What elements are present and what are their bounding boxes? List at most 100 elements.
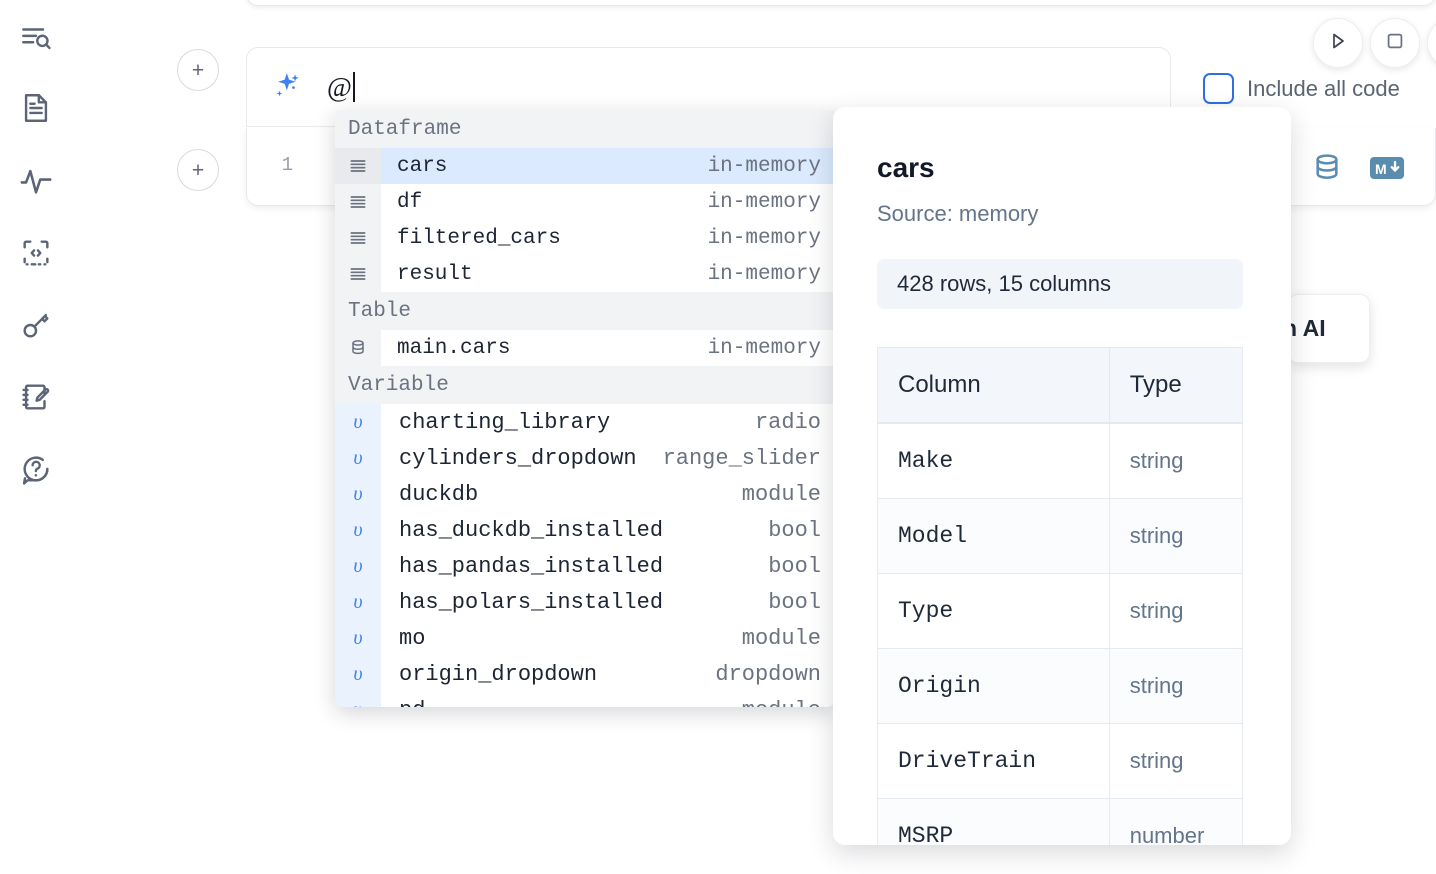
column-type-cell: string (1129, 448, 1184, 473)
doc-source: Source: memory (877, 201, 1039, 226)
autocomplete-item-meta: radio (754, 409, 821, 435)
run-button[interactable] (1313, 18, 1363, 68)
include-all-code-checkbox[interactable] (1203, 73, 1234, 104)
sidebar-item-secrets[interactable] (10, 299, 62, 351)
sidebar-item-explore[interactable] (10, 12, 62, 64)
document-icon (19, 91, 53, 125)
autocomplete-item-label: has_polars_installed (399, 589, 664, 615)
variable-icon: υ (335, 512, 381, 548)
variable-icon: υ (335, 440, 381, 476)
autocomplete-item-label: has_duckdb_installed (399, 517, 664, 543)
plus-icon: + (191, 158, 205, 182)
include-all-code-control[interactable]: Include all code (1203, 73, 1400, 104)
ai-prompt-input[interactable]: @ (327, 71, 356, 103)
autocomplete-item[interactable]: main.cars in-memory (335, 330, 835, 366)
autocomplete-item[interactable]: df in-memory (335, 184, 835, 220)
add-cell-above-button[interactable]: + (177, 49, 219, 91)
column-type-cell: number (1129, 823, 1205, 845)
autocomplete-item-label: cylinders_dropdown (399, 445, 637, 471)
column-name-cell: MSRP (878, 799, 1110, 845)
activity-pulse-icon (19, 164, 53, 198)
documentation-panel: cars Source: memory 428 rows, 15 columns… (833, 107, 1291, 845)
autocomplete-group-header: Dataframe (335, 110, 835, 148)
autocomplete-item-meta: in-memory (707, 226, 821, 250)
add-cell-below-button[interactable]: + (177, 149, 219, 191)
autocomplete-item[interactable]: υ has_duckdb_installed bool (335, 512, 835, 548)
database-icon[interactable] (1311, 152, 1343, 189)
key-icon (19, 308, 53, 342)
dataframe-icon (335, 256, 381, 292)
autocomplete-group-header: Variable (335, 366, 835, 404)
autocomplete-item[interactable]: filtered_cars in-memory (335, 220, 835, 256)
variable-icon: υ (335, 692, 381, 707)
table-header-row: Column Type (877, 347, 1243, 423)
markdown-icon[interactable]: M (1369, 154, 1405, 187)
autocomplete-item-meta: bool (768, 517, 821, 543)
autocomplete-item-meta: module (741, 625, 821, 651)
include-all-code-label: Include all code (1247, 75, 1400, 101)
autocomplete-item-label: mo (399, 625, 426, 651)
doc-shape-badge: 428 rows, 15 columns (877, 259, 1243, 309)
autocomplete-item-meta: in-memory (707, 262, 821, 286)
table-row: DriveTrain string (877, 724, 1243, 799)
autocomplete-item-label: pd (381, 698, 425, 708)
sidebar-item-notebook[interactable] (10, 82, 62, 134)
variable-icon: υ (335, 404, 381, 440)
autocomplete-item-label: filtered_cars (397, 226, 561, 250)
sidebar-item-snippets[interactable] (10, 227, 62, 279)
autocomplete-item-label: df (397, 190, 423, 214)
autocomplete-item-meta: in-memory (707, 190, 821, 214)
ai-suggestion-card[interactable]: h AI (1288, 294, 1370, 363)
cell-type-icons: M (1311, 152, 1405, 189)
plus-icon: + (191, 58, 205, 82)
column-type-cell: string (1129, 748, 1184, 773)
table-db-icon (335, 330, 381, 366)
autocomplete-item-label: main.cars (397, 336, 511, 360)
column-name-cell: Origin (878, 649, 1110, 723)
autocomplete-item-meta: module (741, 481, 821, 507)
sidebar-item-scratchpad[interactable] (10, 371, 62, 423)
play-icon (1326, 29, 1350, 58)
autocomplete-item[interactable]: υpd module (335, 692, 835, 707)
table-row: MSRP number (877, 799, 1243, 845)
sidebar-item-help[interactable] (10, 443, 62, 495)
dataframe-icon (335, 220, 381, 256)
autocomplete-item-meta: in-memory (707, 336, 821, 360)
variable-icon: υ (335, 656, 381, 692)
column-name-cell: DriveTrain (878, 724, 1110, 798)
line-number: 1 (281, 154, 293, 176)
code-snippet-icon (19, 236, 53, 270)
more-actions-button[interactable] (1427, 18, 1436, 68)
sidebar-item-activity[interactable] (10, 155, 62, 207)
explore-search-icon (19, 21, 53, 55)
dataframe-icon (335, 148, 381, 184)
autocomplete-item-meta: dropdown (715, 661, 821, 687)
scratchpad-edit-icon (19, 380, 53, 414)
dataframe-icon (335, 184, 381, 220)
autocomplete-item-meta: bool (768, 589, 821, 615)
column-header: Column (878, 348, 1110, 422)
autocomplete-item-label: duckdb (399, 481, 479, 507)
type-header: Type (1109, 348, 1242, 422)
ai-prompt-value: @ (327, 71, 353, 102)
ai-suggestion-card-label: h AI (1289, 315, 1326, 341)
stop-button[interactable] (1370, 18, 1420, 68)
svg-text:M: M (1375, 161, 1387, 177)
autocomplete-item-meta: in-memory (707, 154, 821, 178)
autocomplete-item-meta: module (742, 698, 821, 708)
